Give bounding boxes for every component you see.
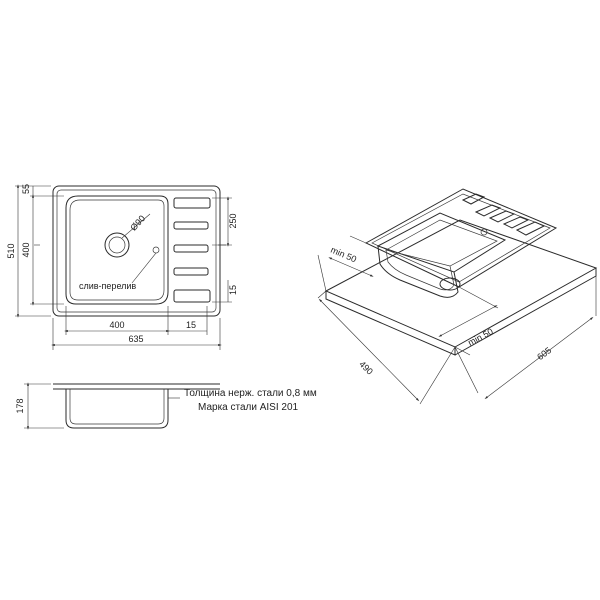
side-bowl <box>65 389 169 429</box>
drain-hole-inner <box>108 236 126 254</box>
iso-cutout-depth: 490 <box>357 359 375 377</box>
dim-drainer-offset: 15 <box>228 285 238 295</box>
dim-overall-width: 635 <box>128 334 143 344</box>
iso-rib-4 <box>502 216 530 229</box>
iso-bowl-front <box>377 245 459 298</box>
drainer-rib-4 <box>173 267 209 276</box>
overflow-label: слив-перелив <box>79 281 136 291</box>
dim-drain-diameter: Ø90 <box>128 213 147 232</box>
iso-sink-rim <box>364 188 558 288</box>
drainer-rib-5 <box>173 289 211 303</box>
drain-hole-outer <box>104 232 130 258</box>
dim-drainer-length: 250 <box>228 213 238 228</box>
drainer-rib-2 <box>173 221 209 230</box>
countertop-top <box>324 219 598 348</box>
sink-outline <box>52 185 221 317</box>
bowl-inner <box>69 199 165 301</box>
dim-depth: 178 <box>15 398 25 413</box>
iso-bowl <box>376 212 507 273</box>
dim-offset-right: 15 <box>186 320 196 330</box>
iso-drain <box>439 277 461 291</box>
iso-cutout-width: 605 <box>535 345 553 362</box>
iso-bowl-inner <box>385 219 498 267</box>
drainer-rib-1 <box>173 197 211 209</box>
iso-min-clearance-right: min 50 <box>466 326 495 348</box>
sink-rim-inner <box>56 189 217 313</box>
material-grade-note: Марка стали AISI 201 <box>198 402 299 413</box>
countertop-front-left <box>325 291 456 356</box>
dim-overall-height: 510 <box>6 243 16 258</box>
dim-bowl-height: 400 <box>21 242 31 257</box>
iso-rib-5 <box>515 221 546 236</box>
dim-bowl-width: 400 <box>109 320 124 330</box>
iso-view: min 50 min 50 490 605 <box>317 188 598 405</box>
iso-rib-1 <box>461 193 486 205</box>
iso-sink-rim-inner <box>371 193 551 283</box>
side-view: 178 <box>15 382 220 430</box>
bowl-outline <box>65 195 169 305</box>
iso-rib-3 <box>488 210 516 223</box>
top-view: 635 400 15 510 55 400 250 15 Ø <box>6 184 238 350</box>
overflow-hole <box>152 246 160 254</box>
drainer-rib-3 <box>173 244 209 253</box>
iso-min-clearance-left: min 50 <box>329 245 358 265</box>
iso-rib-2 <box>474 204 502 217</box>
iso-overflow <box>480 228 488 236</box>
material-thickness-note: Толщина нерж. стали 0,8 мм <box>184 388 317 399</box>
dim-offset-top: 55 <box>21 184 31 194</box>
